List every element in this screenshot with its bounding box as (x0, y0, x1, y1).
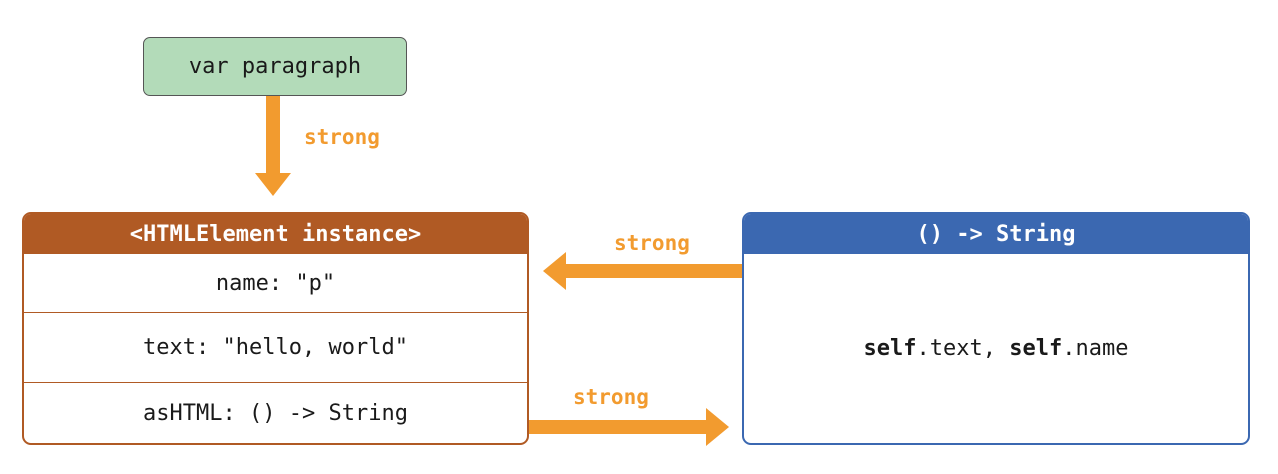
html-element-instance-box: <HTMLElement instance> name: "p" text: "… (22, 212, 529, 445)
closure-capture-text: self.text, self.name (864, 336, 1129, 361)
instance-row-ashtml: asHTML: () -> String (24, 383, 527, 443)
instance-row-text: text: "hello, world" (24, 313, 527, 383)
variable-box: var paragraph (143, 37, 407, 96)
ashtml-property: asHTML: () -> String (143, 400, 408, 426)
name-property: name: "p" (215, 270, 336, 296)
label-instance-to-closure: strong (573, 385, 649, 409)
instance-title: <HTMLElement instance> (129, 221, 422, 247)
closure-text-part-1: .text, (916, 336, 1010, 361)
label-var-to-instance: strong (304, 125, 380, 149)
arrow-var-to-instance (255, 96, 291, 196)
closure-header: () -> String (744, 214, 1248, 254)
closure-text-part-2: .name (1062, 336, 1129, 361)
instance-row-name: name: "p" (24, 254, 527, 313)
self-keyword-1: self (863, 336, 917, 361)
closure-body: self.text, self.name (744, 254, 1248, 443)
closure-title: () -> String (916, 221, 1076, 247)
arrow-closure-to-instance (543, 252, 742, 290)
instance-header: <HTMLElement instance> (24, 214, 527, 254)
variable-label: var paragraph (188, 54, 362, 79)
self-keyword-2: self (1009, 336, 1063, 361)
text-property: text: "hello, world" (143, 335, 408, 360)
closure-box: () -> String self.text, self.name (742, 212, 1250, 445)
arrow-instance-to-closure (529, 408, 729, 446)
label-closure-to-instance: strong (614, 231, 690, 255)
